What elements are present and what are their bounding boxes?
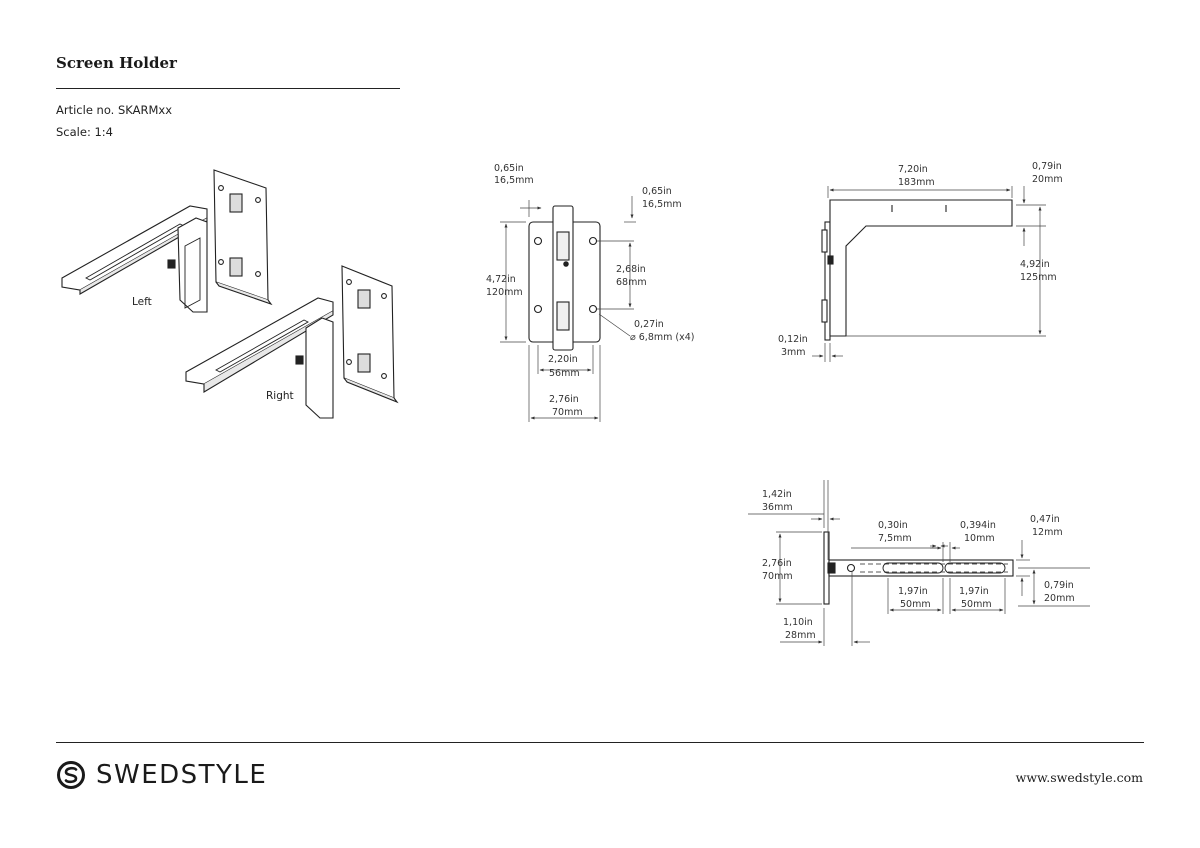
brand-block: SWEDSTYLE [56,760,267,790]
side-view-bracket [821,199,1013,341]
iso-left-bracket [61,169,273,313]
dim-front-hole-v-mm: 68mm [616,277,647,288]
dim-top-plate-width-mm: 70mm [762,571,793,582]
dim-top-plate-offset-in: 1,42in [762,489,792,500]
dim-front-top-right-mm: 16,5mm [642,199,682,210]
dim-side-length-in: 7,20in [898,164,928,175]
iso-right-label: Right [266,390,294,402]
scale-label: Scale: 1:4 [56,125,113,139]
side-view-dimensions [812,186,1046,362]
iso-left-label: Left [132,296,152,308]
article-number: Article no. SKARMxx [56,103,173,117]
dim-top-slot-offset-mm: 7,5mm [878,533,912,544]
front-view-dimensions [500,196,636,422]
dim-front-height-mm: 120mm [486,287,523,298]
top-view-bracket [823,531,1014,605]
dim-top-slot1-mm: 50mm [900,599,931,610]
dim-top-end-width-in: 0,47in [1030,514,1060,525]
dim-top-plate-offset-mm: 36mm [762,502,793,513]
dim-front-top-left-mm: 16,5mm [494,175,534,186]
dim-side-thick-in: 0,12in [778,334,808,345]
dim-front-width-mm: 70mm [552,407,583,418]
dim-side-length-mm: 183mm [898,177,935,188]
dim-front-height-in: 4,72in [486,274,516,285]
dim-top-slot2-mm: 50mm [961,599,992,610]
dim-front-hole-dia-mm: ⌀ 6,8mm (x4) [630,332,694,343]
iso-right-bracket [185,265,399,419]
dim-top-end-width-mm: 12mm [1032,527,1063,538]
dim-front-top-left-in: 0,65in [494,163,524,174]
dim-front-width-in: 2,76in [549,394,579,405]
dim-side-thick-mm: 3mm [781,347,806,358]
dim-front-top-right-in: 0,65in [642,186,672,197]
page-title: Screen Holder [56,54,177,72]
website-url: www.swedstyle.com [1015,770,1143,785]
dim-top-slot-gap-mm: 10mm [964,533,995,544]
dim-front-hole-h-in: 2,20in [548,354,578,365]
title-divider [56,88,400,89]
dim-top-slot2-in: 1,97in [959,586,989,597]
top-view-dimensions [748,480,1090,646]
dim-side-end-in: 0,79in [1032,161,1062,172]
dim-top-slot1-in: 1,97in [898,586,928,597]
dim-front-hole-h-mm: 56mm [549,368,580,379]
dim-front-hole-v-in: 2,68in [616,264,646,275]
front-view-plate [528,205,601,351]
dim-front-hole-dia-in: 0,27in [634,319,664,330]
dim-top-depth-in: 0,79in [1044,580,1074,591]
dim-side-drop-in: 4,92in [1020,259,1050,270]
dim-side-drop-mm: 125mm [1020,272,1057,283]
dim-top-clearance-in: 1,10in [783,617,813,628]
dim-top-depth-mm: 20mm [1044,593,1075,604]
footer-divider [56,742,1144,743]
dim-top-clearance-mm: 28mm [785,630,816,641]
dim-top-slot-offset-in: 0,30in [878,520,908,531]
dim-top-plate-width-in: 2,76in [762,558,792,569]
brand-name: SWEDSTYLE [96,760,268,790]
dim-top-slot-gap-in: 0,394in [960,520,996,531]
swedstyle-logo-icon [57,761,85,789]
dim-side-end-mm: 20mm [1032,174,1063,185]
